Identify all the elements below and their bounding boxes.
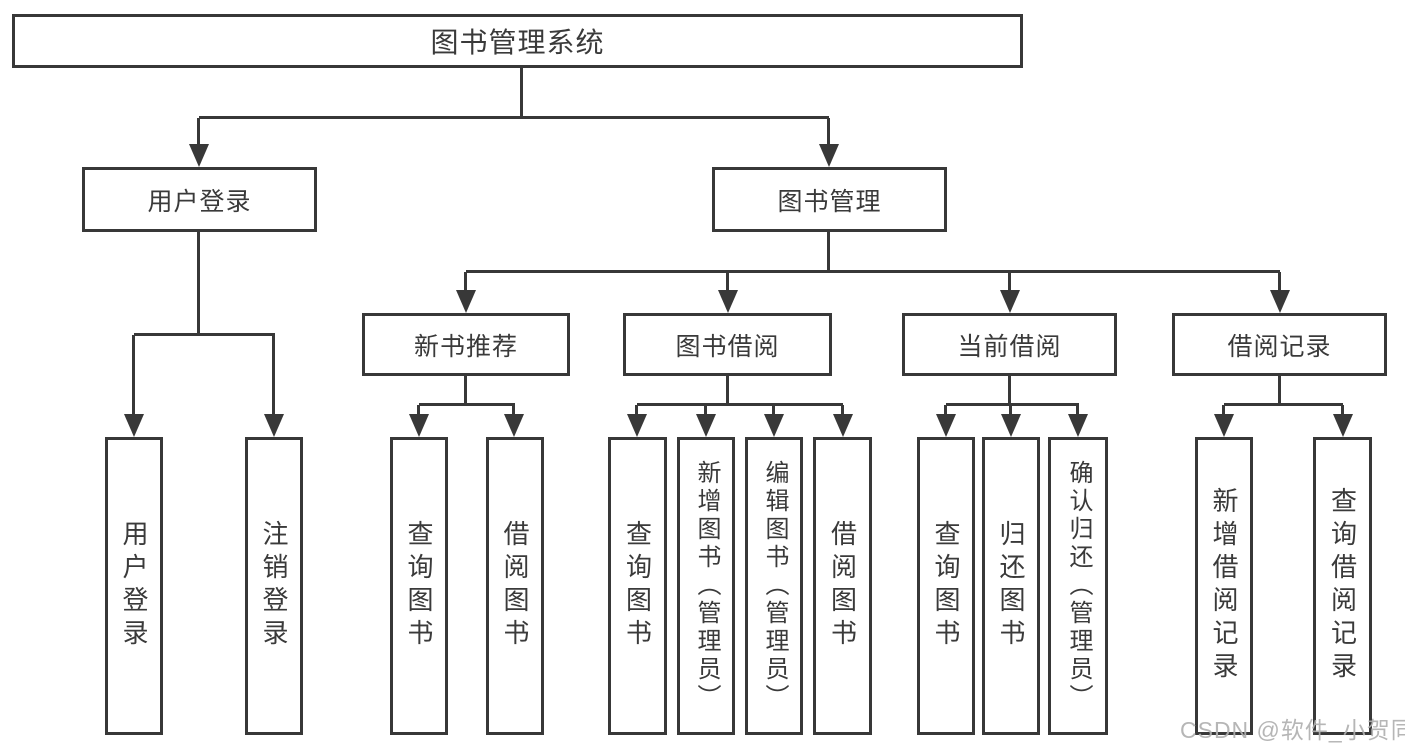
leaf-add-borrow-record: 新增借阅记录 — [1195, 437, 1253, 735]
node-label: 当前借阅 — [957, 332, 1062, 361]
leaf-confirm-return-admin: 确认归还（管理员） — [1048, 437, 1108, 735]
leaf-label: 归还图书 — [996, 520, 1026, 652]
leaf-label: 查询图书 — [931, 520, 961, 652]
connector-line — [464, 272, 467, 293]
arrowhead-down-icon — [456, 290, 476, 313]
node-current-borrowing: 当前借阅 — [902, 313, 1117, 376]
arrowhead-down-icon — [1333, 414, 1353, 437]
connector-line — [841, 405, 844, 417]
arrowhead-down-icon — [264, 414, 284, 437]
connector-line — [197, 232, 200, 336]
leaf-logout: 注销登录 — [245, 437, 303, 735]
arrowhead-down-icon — [189, 144, 209, 167]
leaf-borrow-books: 借阅图书 — [813, 437, 872, 735]
leaf-label: 新增图书（管理员） — [693, 460, 720, 712]
node-book-borrowing: 图书借阅 — [623, 313, 832, 376]
connector-line — [512, 405, 515, 417]
node-label: 用户登录 — [147, 187, 252, 216]
connector-line — [827, 118, 830, 148]
connector-line — [827, 232, 830, 273]
arrowhead-down-icon — [696, 414, 716, 437]
node-label: 图书管理系统 — [430, 27, 605, 58]
leaf-query-books-current: 查询图书 — [917, 437, 975, 735]
arrowhead-down-icon — [764, 414, 784, 437]
node-library-management-system: 图书管理系统 — [12, 14, 1023, 68]
arrowhead-down-icon — [124, 414, 144, 437]
leaf-label: 借阅图书 — [500, 520, 530, 652]
connector-line — [1278, 376, 1281, 405]
connector-line — [772, 405, 775, 417]
leaf-label: 确认归还（管理员） — [1065, 460, 1092, 712]
connector-line — [199, 116, 829, 119]
connector-line — [726, 272, 729, 293]
leaf-label: 查询借阅记录 — [1327, 487, 1358, 685]
node-label: 新书推荐 — [413, 332, 518, 361]
arrowhead-down-icon — [409, 414, 429, 437]
connector-line — [726, 376, 729, 405]
leaf-label: 编辑图书（管理员） — [761, 460, 788, 712]
leaf-return-books: 归还图书 — [982, 437, 1040, 735]
connector-line — [1008, 272, 1011, 293]
leaf-query-books-recommend: 查询图书 — [390, 437, 448, 735]
connector-line — [520, 68, 523, 118]
connector-line — [272, 335, 275, 417]
leaf-query-borrow-record: 查询借阅记录 — [1313, 437, 1372, 735]
arrowhead-down-icon — [819, 144, 839, 167]
node-book-management: 图书管理 — [712, 167, 947, 232]
connector-line — [637, 403, 843, 406]
node-label: 借阅记录 — [1227, 332, 1332, 361]
arrowhead-down-icon — [833, 414, 853, 437]
connector-line — [466, 270, 1280, 273]
connector-line — [946, 403, 1079, 406]
leaf-query-books-borrowing: 查询图书 — [608, 437, 667, 735]
node-new-book-recommend: 新书推荐 — [362, 313, 570, 376]
connector-line — [1076, 405, 1079, 417]
arrowhead-down-icon — [1270, 290, 1290, 313]
arrowhead-down-icon — [1214, 414, 1234, 437]
leaf-label: 注销登录 — [259, 520, 289, 652]
connector-line — [419, 403, 515, 406]
arrowhead-down-icon — [1068, 414, 1088, 437]
connector-line — [635, 405, 638, 417]
arrowhead-down-icon — [718, 290, 738, 313]
connector-line — [1224, 403, 1343, 406]
arrowhead-down-icon — [936, 414, 956, 437]
connector-line — [464, 376, 467, 405]
node-user-login: 用户登录 — [82, 167, 317, 232]
leaf-edit-books-admin: 编辑图书（管理员） — [745, 437, 803, 735]
leaf-label: 查询图书 — [404, 520, 434, 652]
connector-line — [704, 405, 707, 417]
connector-line — [944, 405, 947, 417]
connector-line — [1008, 376, 1011, 405]
leaf-label: 新增借阅记录 — [1209, 487, 1239, 685]
node-label: 图书管理 — [777, 187, 882, 216]
node-label: 图书借阅 — [675, 332, 780, 361]
connector-line — [1222, 405, 1225, 417]
leaf-label: 用户登录 — [119, 520, 149, 652]
leaf-user-login: 用户登录 — [105, 437, 163, 735]
leaf-label: 查询图书 — [622, 520, 653, 652]
connector-line — [1278, 272, 1281, 293]
csdn-watermark: CSDN @软件_小贺同学 — [1180, 717, 1405, 743]
node-borrowing-records: 借阅记录 — [1172, 313, 1387, 376]
connector-line — [1341, 405, 1344, 417]
leaf-add-books-admin: 新增图书（管理员） — [677, 437, 735, 735]
connector-line — [197, 118, 200, 148]
connector-line — [132, 335, 135, 417]
leaf-label: 借阅图书 — [827, 520, 858, 652]
arrowhead-down-icon — [504, 414, 524, 437]
arrowhead-down-icon — [1001, 414, 1021, 437]
connector-line — [134, 333, 275, 336]
arrowhead-down-icon — [627, 414, 647, 437]
connector-line — [1009, 405, 1012, 417]
connector-line — [417, 405, 420, 417]
arrowhead-down-icon — [1000, 290, 1020, 313]
leaf-borrow-books-recommend: 借阅图书 — [486, 437, 544, 735]
